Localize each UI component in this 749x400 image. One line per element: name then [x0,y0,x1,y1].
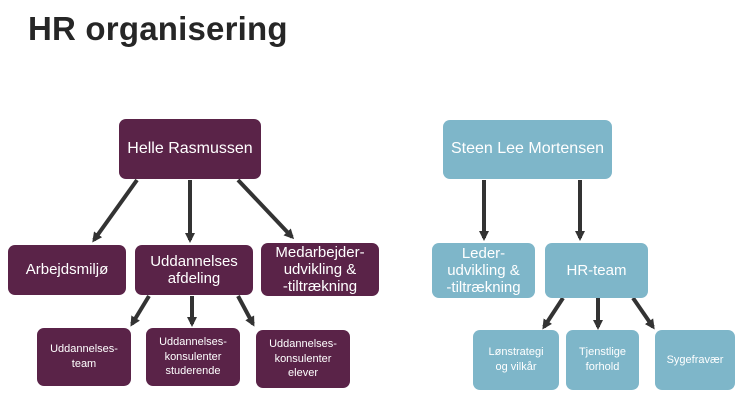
node-leder-udvikling: Leder- udvikling & -tiltrækning [432,243,535,298]
arrow-hrteam-to-lonstrategi [542,296,565,330]
node-medarbejder-udvikling: Medarbejder- udvikling & -tiltrækning [261,243,379,296]
node-hr-team: HR-team [545,243,648,298]
page-title: HR organisering [28,10,288,47]
node-konsulenter-elever: Uddannelses- konsulenter elever [256,330,350,388]
arrow-root-to-medarbejder [236,178,295,240]
arrow-afdeling-to-elever [236,295,255,327]
node-uddannelses-team: Uddannelses- team [37,328,131,386]
node-tjenstlige-forhold: Tjenstlige forhold [566,330,639,390]
node-steen-lee-mortensen: Steen Lee Mortensen [443,120,612,179]
arrow-root-to-arbejdsmiljo [92,178,139,243]
node-lonstrategi: Lønstrategi og vilkår [473,330,559,390]
arrow-hrteam-to-sygefravaer [631,296,655,330]
arrow-afdeling-to-team [130,294,151,327]
node-konsulenter-studerende: Uddannelses- konsulenter studerende [146,328,240,386]
node-uddannelses-afdeling: Uddannelses afdeling [135,245,253,295]
node-helle-rasmussen: Helle Rasmussen [119,119,261,179]
node-arbejdsmiljo: Arbejdsmiljø [8,245,126,295]
node-sygefravaer: Sygefravær [655,330,735,390]
